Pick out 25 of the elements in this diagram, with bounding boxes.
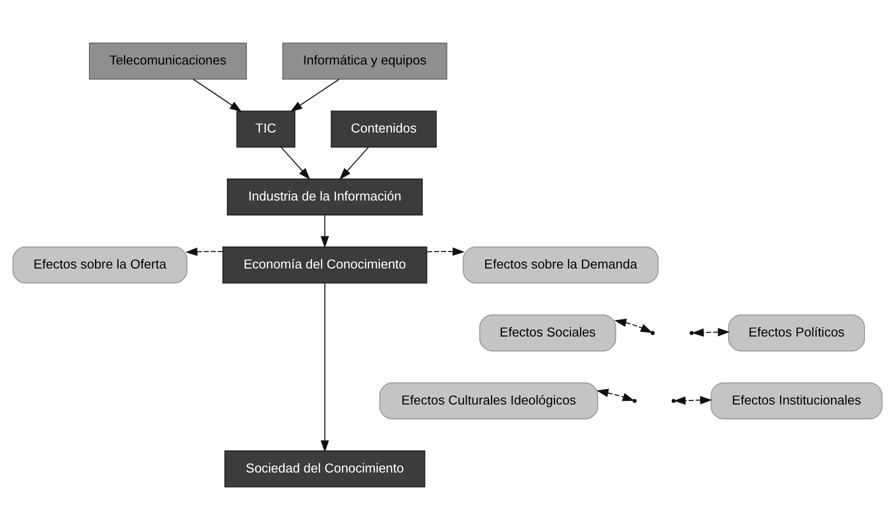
arrow — [192, 78, 242, 112]
arrow — [691, 327, 730, 336]
arrow — [290, 78, 340, 112]
node-box: Sociedad del Conocimiento — [224, 450, 425, 487]
node-box: Industria de la Información — [226, 178, 422, 216]
node-box: Economía del Conocimiento — [222, 246, 427, 283]
node-box: Efectos Sociales — [478, 314, 616, 351]
arrow — [320, 282, 329, 452]
node-box: Informática y equipos — [282, 42, 447, 80]
arrow — [596, 388, 634, 401]
node-box: TIC — [236, 110, 295, 148]
arrow — [673, 395, 712, 404]
node-box: Efectos Políticos — [728, 314, 864, 351]
arrow — [320, 214, 329, 248]
node-box: Efectos sobre la Demanda — [462, 246, 658, 283]
node-box: Efectos sobre la Oferta — [12, 246, 187, 283]
node-box: Contenidos — [330, 110, 436, 148]
arrow — [614, 318, 652, 332]
arrow — [280, 146, 310, 180]
node-box: Telecomunicaciones — [88, 42, 246, 80]
node-box: Efectos Institucionales — [710, 382, 882, 419]
arrow — [184, 247, 223, 256]
arrow — [426, 246, 464, 256]
node-box: Efectos Culturales Ideológicos — [378, 382, 598, 419]
arrow — [338, 146, 368, 180]
